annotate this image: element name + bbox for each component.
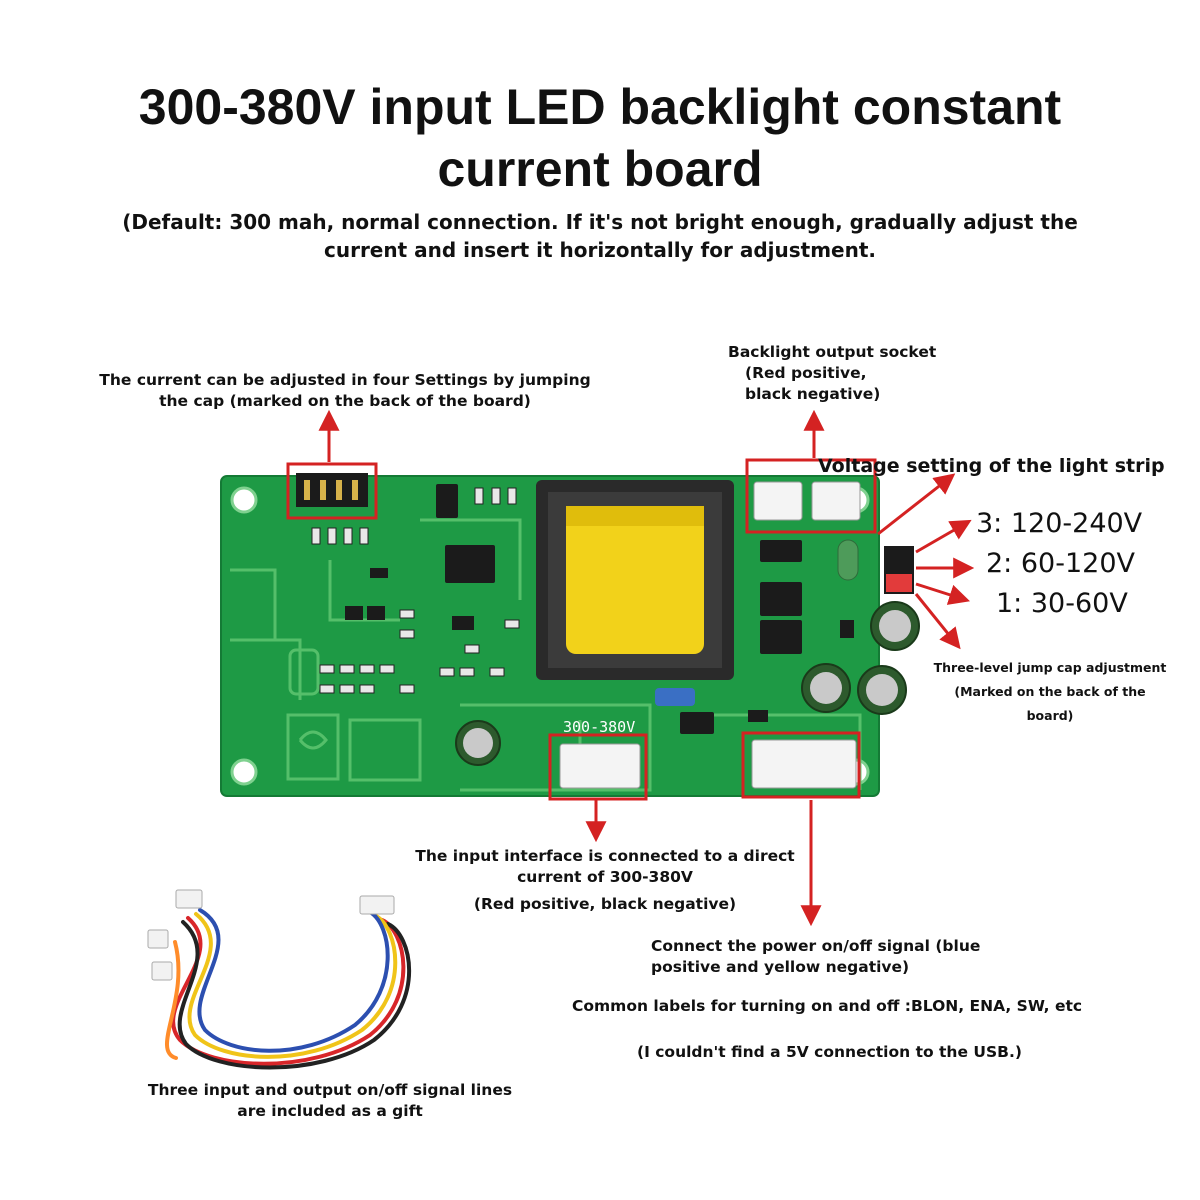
title-line-2: current board — [437, 141, 763, 197]
voltage-level-2: 2: 60-120V — [986, 548, 1135, 579]
jump-cap-note: Three-level jump cap adjustment (Marked … — [933, 660, 1167, 723]
callout-boxes — [286, 458, 877, 801]
cable-connectors — [147, 889, 395, 981]
usb-note: (I couldn't find a 5V connection to the … — [637, 1043, 1022, 1061]
jumper-label: N3 — [891, 538, 903, 548]
title-line-1: 300-380V input LED backlight constant — [138, 79, 1062, 135]
subtitle-line-1: (Default: 300 mah, normal connection. If… — [122, 210, 1078, 234]
voltage-level-1: 1: 30-60V — [996, 588, 1128, 619]
current-setting-note: The current can be adjusted in four Sett… — [99, 371, 591, 410]
power-signal-note: Connect the power on/off signal (blue po… — [651, 937, 981, 976]
on-off-labels-note: Common labels for turning on and off :BL… — [572, 997, 1083, 1015]
pcb-board — [220, 473, 920, 797]
backlight-output-note: Backlight output socket (Red positive, b… — [728, 343, 937, 403]
board-voltage-label: 300-380V — [563, 718, 635, 736]
subtitle-line-2: current and insert it horizontally for a… — [323, 238, 876, 262]
voltage-level-3: 3: 120-240V — [976, 508, 1143, 539]
signal-cable — [165, 908, 411, 1070]
page-title: 300-380V input LED backlight constant cu… — [0, 76, 1200, 200]
voltage-setting-note: Voltage setting of the light strip — [818, 455, 1165, 477]
input-interface-note: The input interface is connected to a di… — [415, 847, 795, 913]
callout-arrows — [318, 409, 975, 927]
gift-note: Three input and output on/off signal lin… — [147, 1081, 513, 1120]
page-subtitle: (Default: 300 mah, normal connection. If… — [100, 208, 1100, 264]
